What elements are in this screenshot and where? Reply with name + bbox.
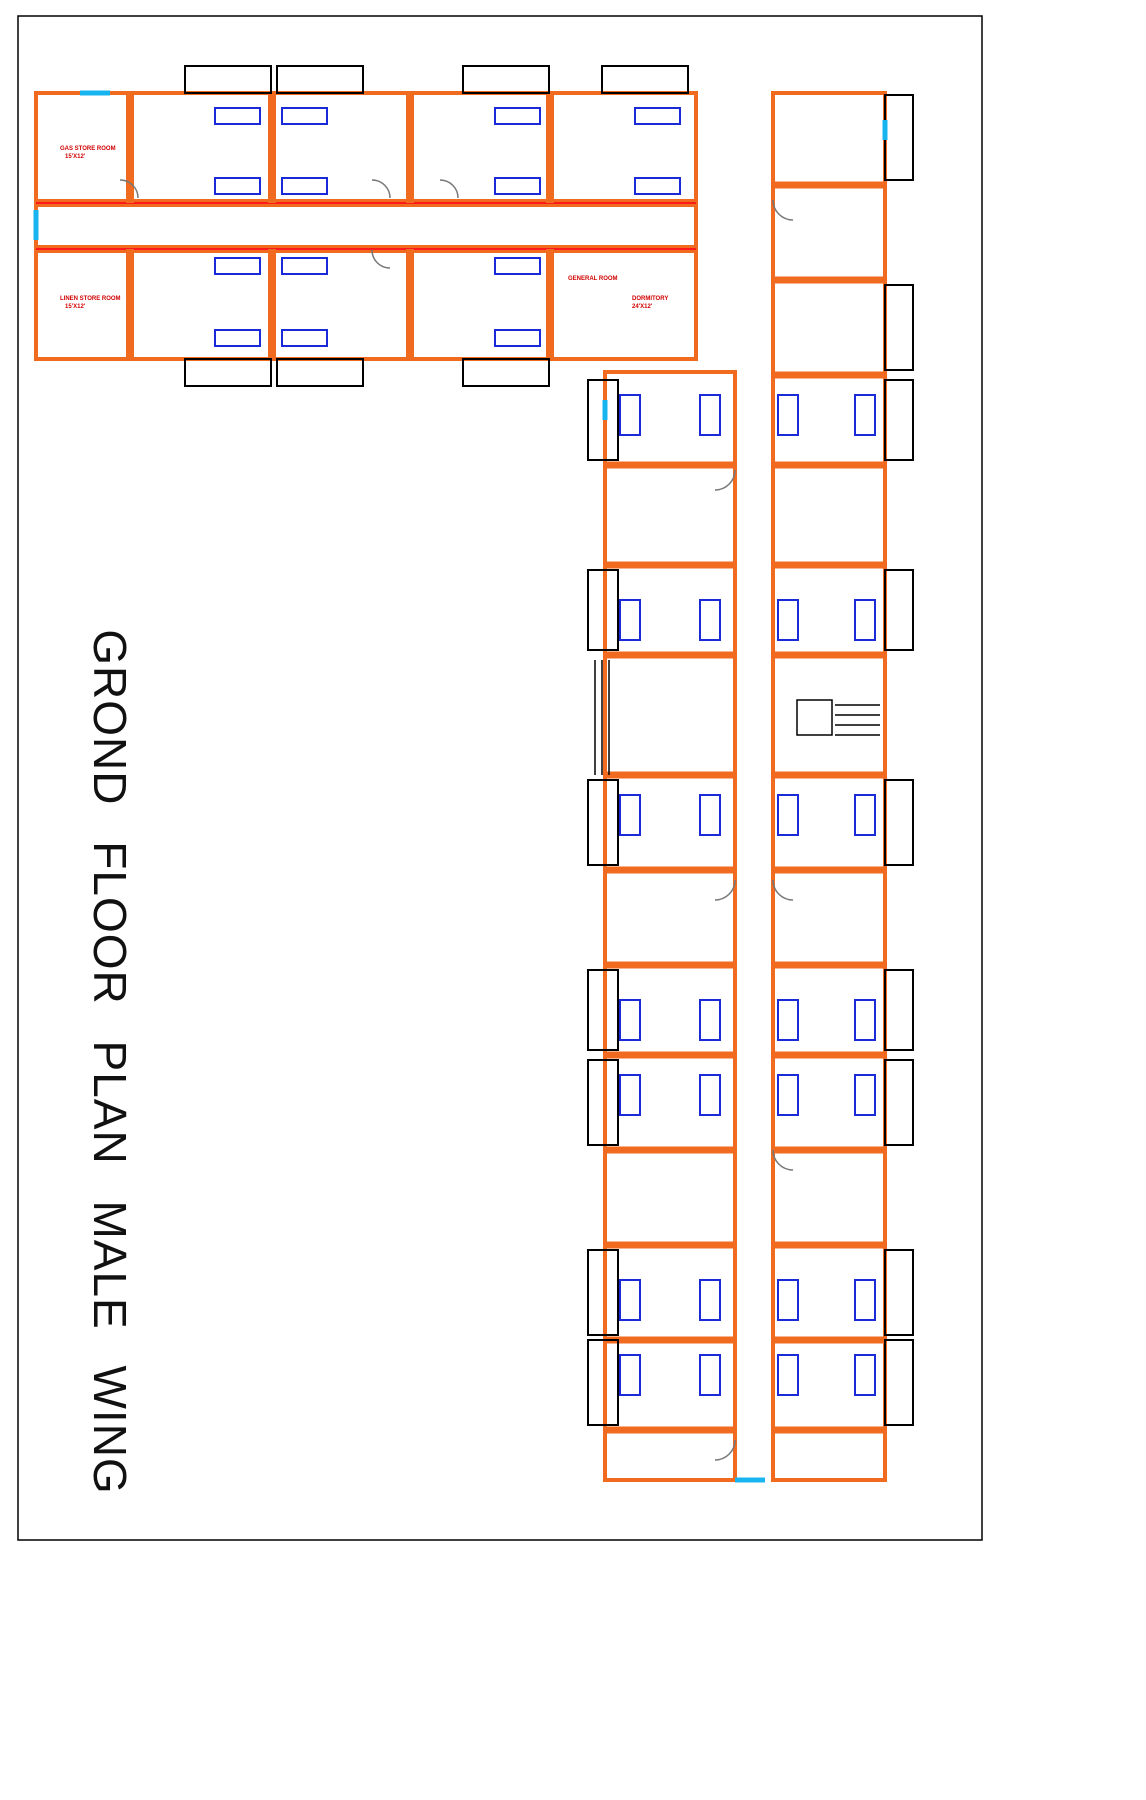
windows (33, 90, 888, 1483)
staircase-west (594, 660, 610, 775)
north-furniture (214, 107, 681, 347)
north-block-outline (34, 91, 698, 361)
staircase-east (796, 699, 880, 736)
wing-west-outline (603, 370, 737, 1482)
wing-east-balconies (884, 94, 914, 1426)
north-block (34, 65, 698, 387)
wing-west-balconies (587, 379, 619, 1426)
drawing-frame (17, 15, 983, 1541)
room-labels: GAS STORE ROOM 15'X12' LINEN STORE ROOM … (60, 146, 668, 310)
drawing-title: GROND FLOOR PLAN MALE WING (84, 629, 136, 1495)
gas-store-room-label: GAS STORE ROOM (60, 146, 116, 152)
wing-furniture (619, 394, 876, 1396)
wing-west-cross-walls (605, 461, 735, 1434)
door-swings (119, 179, 794, 1461)
linen-store-room-size: 15'X12' (65, 304, 86, 310)
dormitory-label: DORMITORY (632, 296, 668, 302)
floor-plan-sheet: GAS STORE ROOM 15'X12' LINEN STORE ROOM … (17, 15, 983, 1541)
gas-store-room-size: 15'X12' (65, 154, 86, 160)
wing-east-cross-walls (773, 181, 885, 1434)
wing-east-outline (771, 91, 887, 1482)
general-room-label: GENERAL ROOM (568, 276, 618, 282)
linen-store-room-label: LINEN STORE ROOM (60, 296, 121, 302)
floor-plan-drawing: GAS STORE ROOM 15'X12' LINEN STORE ROOM … (17, 15, 983, 1541)
north-balconies (184, 65, 689, 387)
wing-west-block (587, 370, 737, 1482)
wing-east-block (771, 91, 914, 1482)
north-partitions (126, 93, 554, 359)
dormitory-size: 24'X12' (632, 304, 653, 310)
